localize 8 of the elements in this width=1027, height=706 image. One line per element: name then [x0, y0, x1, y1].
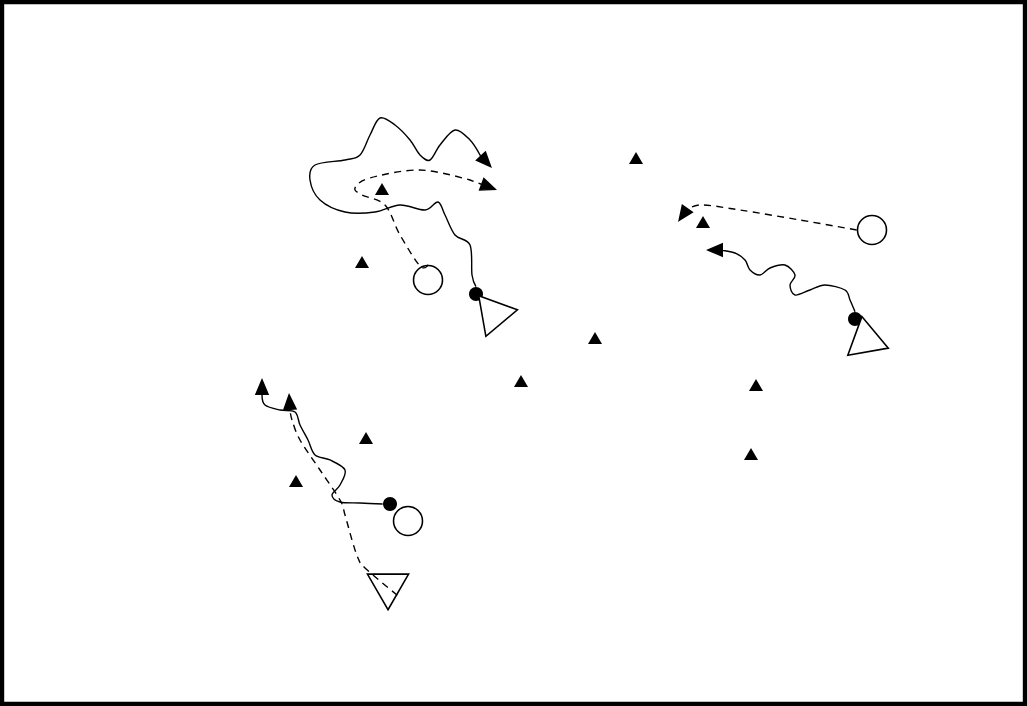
- player-triangle: [846, 315, 890, 357]
- arrow: [308, 116, 492, 288]
- ball: [469, 287, 483, 301]
- player-circle: [392, 505, 424, 537]
- player-circle: [856, 214, 888, 246]
- ball: [383, 497, 397, 511]
- ball: [848, 312, 862, 326]
- player-circle: [412, 264, 444, 296]
